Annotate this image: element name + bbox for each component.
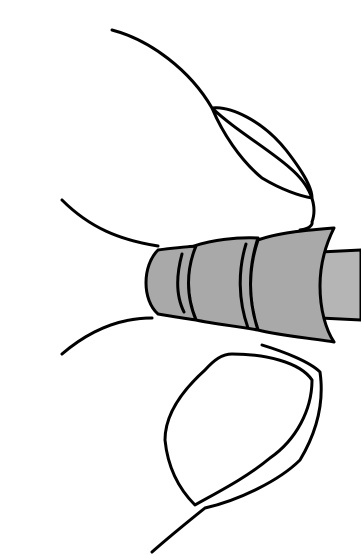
upper-finger-icon (62, 30, 314, 246)
earbud-tip-icon (146, 228, 334, 342)
lower-finger-icon (62, 318, 321, 552)
